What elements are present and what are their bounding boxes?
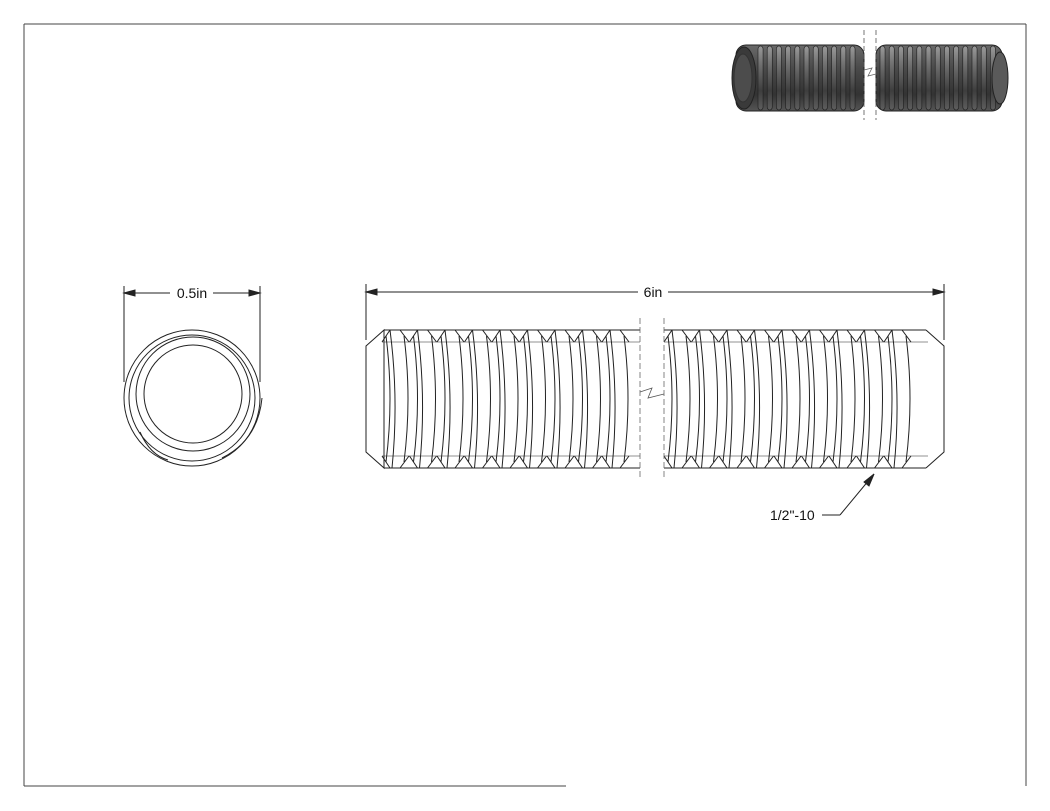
thread-crest (898, 45, 904, 111)
length-dimension-label: 6in (644, 284, 663, 300)
thread-crest (757, 45, 764, 111)
thread-profile (663, 329, 692, 469)
thread-profile (856, 329, 884, 469)
thread-crest (980, 45, 987, 111)
thread-crest (879, 45, 886, 111)
thread-crest (849, 45, 856, 111)
thread-profile (746, 329, 774, 469)
thread-profile (883, 329, 912, 469)
thread-crest (766, 45, 773, 111)
thread-crest (785, 45, 791, 111)
thread-profile (601, 329, 630, 469)
thread-profile (436, 329, 465, 469)
thread-profile (574, 329, 602, 469)
thread-crest (794, 45, 801, 111)
thread-crest (803, 45, 810, 111)
break-symbol (639, 387, 665, 399)
side-view (365, 328, 945, 470)
thread-profile (773, 329, 802, 469)
thread-profile (828, 329, 857, 469)
thread-profile (491, 329, 520, 469)
thread-crest (812, 45, 819, 111)
end-view-dimension (122, 286, 262, 382)
thread-crest (962, 45, 969, 111)
thread-profile (409, 329, 437, 469)
thread-crest (953, 45, 959, 111)
thread-profile (381, 329, 410, 469)
thread-profile (546, 329, 575, 469)
thread-crest (822, 45, 828, 111)
side-view-break-lines (639, 318, 665, 478)
thread-crest (831, 45, 837, 111)
thread-crest (971, 45, 978, 111)
thread-profile (691, 329, 719, 469)
thread-crest (907, 45, 913, 111)
thread-crest (925, 45, 932, 111)
sheet-border (23, 23, 1027, 787)
thread-crest (944, 45, 950, 111)
thread-profile (519, 329, 547, 469)
thread-callout-leader (822, 473, 875, 516)
end-view (123, 329, 263, 467)
length-dimension (364, 284, 946, 340)
thread-crest (840, 45, 847, 111)
thread-profile (718, 329, 747, 469)
thread-profile (801, 329, 829, 469)
thread-crest (934, 45, 941, 111)
thread-crest (888, 45, 895, 111)
thread-profile (464, 329, 492, 469)
end-view-dimension-label: 0.5in (177, 285, 207, 301)
thread-crest (916, 45, 923, 111)
thread-crest (776, 45, 782, 111)
thread-callout-label: 1/2"-10 (770, 507, 815, 523)
rod-3d-render (731, 30, 1009, 120)
